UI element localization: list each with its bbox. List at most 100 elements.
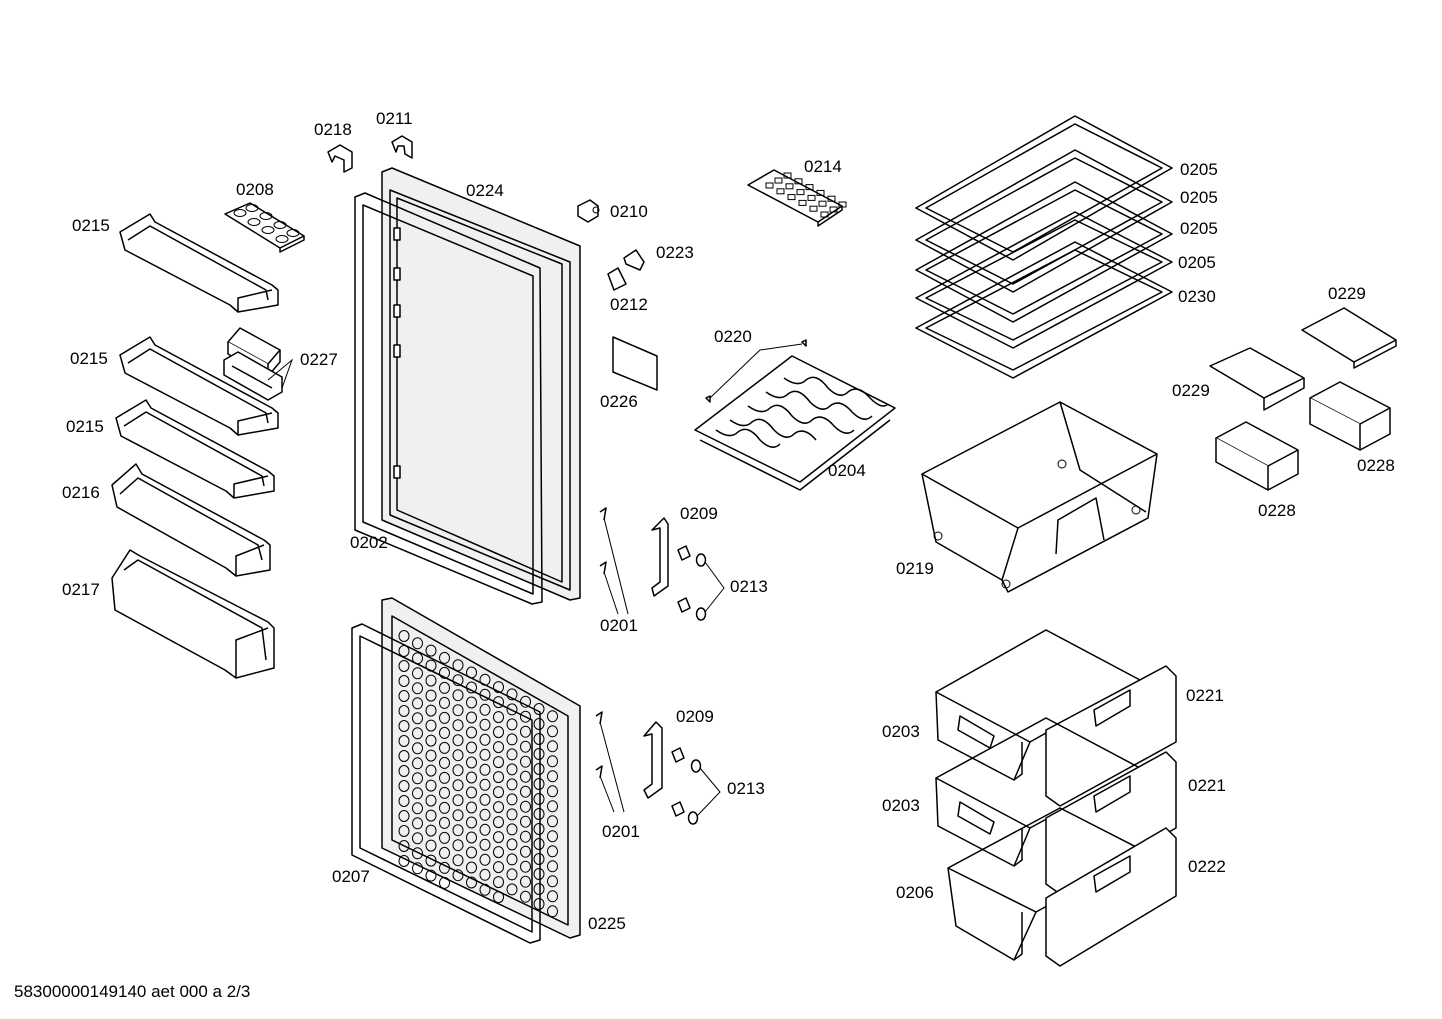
door-dimple [547,845,558,858]
door-dimple [398,810,410,822]
door-dimple [425,644,437,657]
door-dimple [479,853,491,866]
door-dimple [439,681,450,694]
door-dimple [479,883,491,896]
door-dimple [479,778,491,791]
door-dimple [466,696,477,709]
door-dimple [547,725,558,738]
ice-cell [798,199,807,206]
door-dimple [398,855,410,867]
ice-cell [827,195,836,202]
door-dimple [493,726,504,739]
door-dimple [398,705,410,717]
box-0228-left [1215,421,1299,491]
door-dimple [493,741,504,754]
door-dimple [398,660,410,672]
door-dimple [452,869,464,882]
door-dimple [493,696,504,709]
caps-0213-upper [695,553,725,621]
door-dimple [412,817,423,830]
ice-cell [838,201,847,208]
label-0201-lower: 0201 [602,822,640,841]
door-dimple [412,637,423,650]
label-0219: 0219 [896,559,934,578]
label-0213-upper: 0213 [730,577,768,596]
drawer-front-0221-lower [1045,751,1177,895]
door-dimple [466,756,477,769]
door-dimple [398,840,410,852]
door-dimple [506,718,518,731]
door-dimple [439,786,450,799]
door-dimple [466,726,477,739]
door-dimple [533,733,545,745]
box-0228-right [1309,381,1391,451]
door-dimple [493,711,504,724]
door-dimple [506,763,518,776]
label-0217: 0217 [62,580,100,599]
lower-gasket-0207 [351,623,541,944]
door-dimple [479,748,491,761]
door-dimple [479,703,491,716]
ice-cell [805,184,814,191]
door-dimple [425,674,437,687]
label-0229-left: 0229 [1172,381,1210,400]
drawer-front-0222 [1045,827,1177,967]
label-0223: 0223 [656,243,694,262]
label-0205-4: 0205 [1178,253,1216,272]
door-dimple [479,733,491,746]
door-dimple [520,770,531,783]
door-dimple [425,794,437,807]
ice-cell [785,183,794,190]
door-dimple [547,800,558,813]
ice-cell [807,194,816,201]
label-0203-upper: 0203 [882,722,920,741]
door-dimple [506,778,518,791]
door-dimple [412,712,423,725]
ice-cell [820,211,829,218]
door-dimple [398,795,410,807]
door-dimple [547,875,558,888]
tray-0229-left [1209,347,1305,411]
door-dimple [533,748,545,760]
ice-cell [796,189,805,196]
label-0209-lower: 0209 [676,707,714,726]
door-dimple [520,860,531,873]
drawer-front-0221-upper [1045,665,1177,807]
door-dimple [493,891,504,904]
door-dimple [452,734,464,747]
door-dimple [466,831,477,844]
door-dimple [412,772,423,785]
door-dimple [439,846,450,859]
label-0227: 0227 [300,350,338,369]
glass-shelf-0205-3 [915,181,1173,323]
door-shelf-0215-lower [115,399,275,499]
label-0202: 0202 [350,533,388,552]
door-dimple [479,838,491,851]
label-0213-lower: 0213 [727,779,765,798]
label-0205-3: 0205 [1180,219,1218,238]
door-dimple [479,868,491,881]
door-dimple [398,780,410,792]
door-dimple [439,876,450,889]
door-dimple [412,757,423,770]
door-dimple [412,832,423,845]
door-dimple [479,763,491,776]
door-dimple [533,793,545,805]
door-dimple [533,718,545,730]
leader-0227 [267,358,294,389]
label-0229-right: 0229 [1328,284,1366,303]
label-0225: 0225 [588,914,626,933]
ice-cell [783,172,792,179]
document-id: 58300000149140 aet 000 a 2/3 [14,982,251,1001]
door-dimple [466,711,477,724]
door-dimple [547,890,558,903]
door-dimple [493,801,504,814]
door-dimple [547,905,558,918]
label-0215-lower: 0215 [66,417,104,436]
door-dimple [466,816,477,829]
door-dimple [425,719,437,732]
label-plate-0226 [612,336,658,391]
glass-shelf-0205-4 [915,211,1173,349]
door-dimple [547,770,558,783]
door-dimple [506,838,518,851]
